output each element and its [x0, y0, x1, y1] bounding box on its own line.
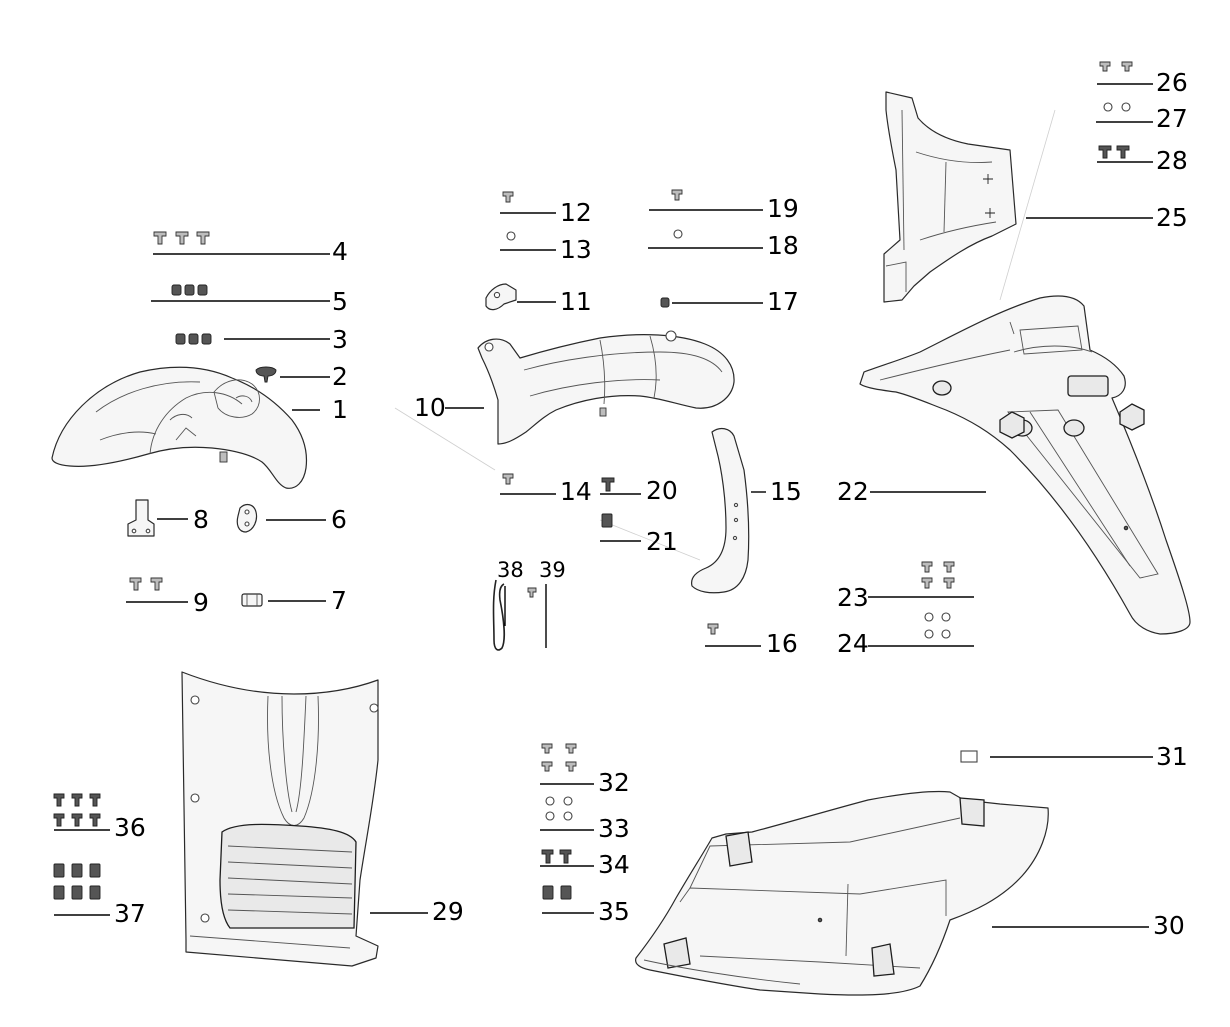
callout-26: 26	[1156, 68, 1188, 97]
label-31[interactable]	[960, 750, 978, 763]
callout-29: 29	[432, 897, 464, 926]
construction-line	[394, 407, 496, 471]
callout-6: 6	[331, 505, 347, 534]
upper-bracket-part[interactable]	[883, 91, 1017, 303]
callout-8: 8	[193, 505, 209, 534]
stay-part[interactable]	[691, 427, 750, 594]
construction-line	[999, 109, 1056, 301]
screw-group-36[interactable]	[53, 793, 101, 827]
callout-4: 4	[332, 237, 348, 266]
callout-12: 12	[560, 198, 592, 227]
clip-nut-group-5[interactable]	[171, 284, 208, 296]
washer-13[interactable]	[506, 231, 516, 241]
bracket-8[interactable]	[127, 499, 155, 537]
callout-23: 23	[837, 583, 869, 612]
clip-21[interactable]	[601, 513, 613, 528]
callout-19: 19	[767, 194, 799, 223]
callout-9: 9	[193, 588, 209, 617]
callout-34: 34	[598, 850, 630, 879]
callout-22: 22	[837, 477, 869, 506]
bolt-14[interactable]	[502, 473, 514, 485]
callout-18: 18	[767, 231, 799, 260]
callout-36: 36	[114, 813, 146, 842]
bolt-group-32[interactable]	[541, 743, 577, 772]
clip-group-35[interactable]	[542, 885, 572, 900]
callout-32: 32	[598, 768, 630, 797]
bracket-11[interactable]	[485, 283, 517, 311]
front-fender-part[interactable]	[51, 366, 308, 489]
chain-guard-part[interactable]	[477, 330, 735, 445]
bolt-16[interactable]	[707, 623, 719, 635]
callout-15: 15	[770, 477, 802, 506]
callout-21: 21	[646, 527, 678, 556]
clip-group-37[interactable]	[53, 863, 101, 900]
rubber-mount-6[interactable]	[236, 503, 258, 533]
callout-10: 10	[414, 393, 446, 422]
callout-31: 31	[1156, 742, 1188, 771]
callout-38: 38	[497, 558, 524, 582]
washer-group-33[interactable]	[545, 796, 573, 821]
callout-27: 27	[1156, 104, 1188, 133]
callout-16: 16	[766, 629, 798, 658]
screw-group-34[interactable]	[541, 849, 572, 864]
bolt-19[interactable]	[671, 189, 683, 201]
screw-20[interactable]	[601, 477, 615, 492]
nut-17[interactable]	[660, 297, 670, 308]
fastener-group-9[interactable]	[129, 577, 163, 591]
callout-39: 39	[539, 558, 566, 582]
rear-fender-part[interactable]	[859, 295, 1191, 635]
callout-28: 28	[1156, 146, 1188, 175]
callout-24: 24	[837, 629, 869, 658]
washer-group-27[interactable]	[1103, 102, 1131, 112]
cable-38[interactable]	[492, 579, 506, 651]
callout-5: 5	[332, 287, 348, 316]
callout-37: 37	[114, 899, 146, 928]
construction-line	[599, 519, 701, 561]
washer-group-24[interactable]	[924, 612, 951, 639]
screw-group-28[interactable]	[1098, 145, 1130, 159]
callout-14: 14	[560, 477, 592, 506]
callout-2: 2	[332, 362, 348, 391]
spacer-7[interactable]	[241, 593, 263, 607]
washer-18[interactable]	[673, 229, 683, 239]
callout-11: 11	[560, 287, 592, 316]
undertray-part[interactable]	[635, 790, 1049, 996]
callout-3: 3	[332, 325, 348, 354]
callout-35: 35	[598, 897, 630, 926]
callout-33: 33	[598, 814, 630, 843]
lower-cover-part[interactable]	[181, 671, 379, 967]
cable-39[interactable]	[527, 584, 547, 648]
bolt-group-23[interactable]	[921, 561, 955, 589]
callout-17: 17	[767, 287, 799, 316]
callout-30: 30	[1153, 911, 1185, 940]
leader-lines	[54, 83, 1153, 928]
callout-7: 7	[331, 586, 347, 615]
callout-20: 20	[646, 476, 678, 505]
callout-1: 1	[332, 395, 348, 424]
clip-nut-group-3[interactable]	[175, 333, 212, 345]
bolt-group-26[interactable]	[1099, 61, 1133, 72]
grommet-2[interactable]	[255, 366, 277, 383]
callout-25: 25	[1156, 203, 1188, 232]
bolt-12[interactable]	[502, 191, 514, 203]
callout-13: 13	[560, 235, 592, 264]
fastener-group-4[interactable]	[153, 231, 210, 245]
